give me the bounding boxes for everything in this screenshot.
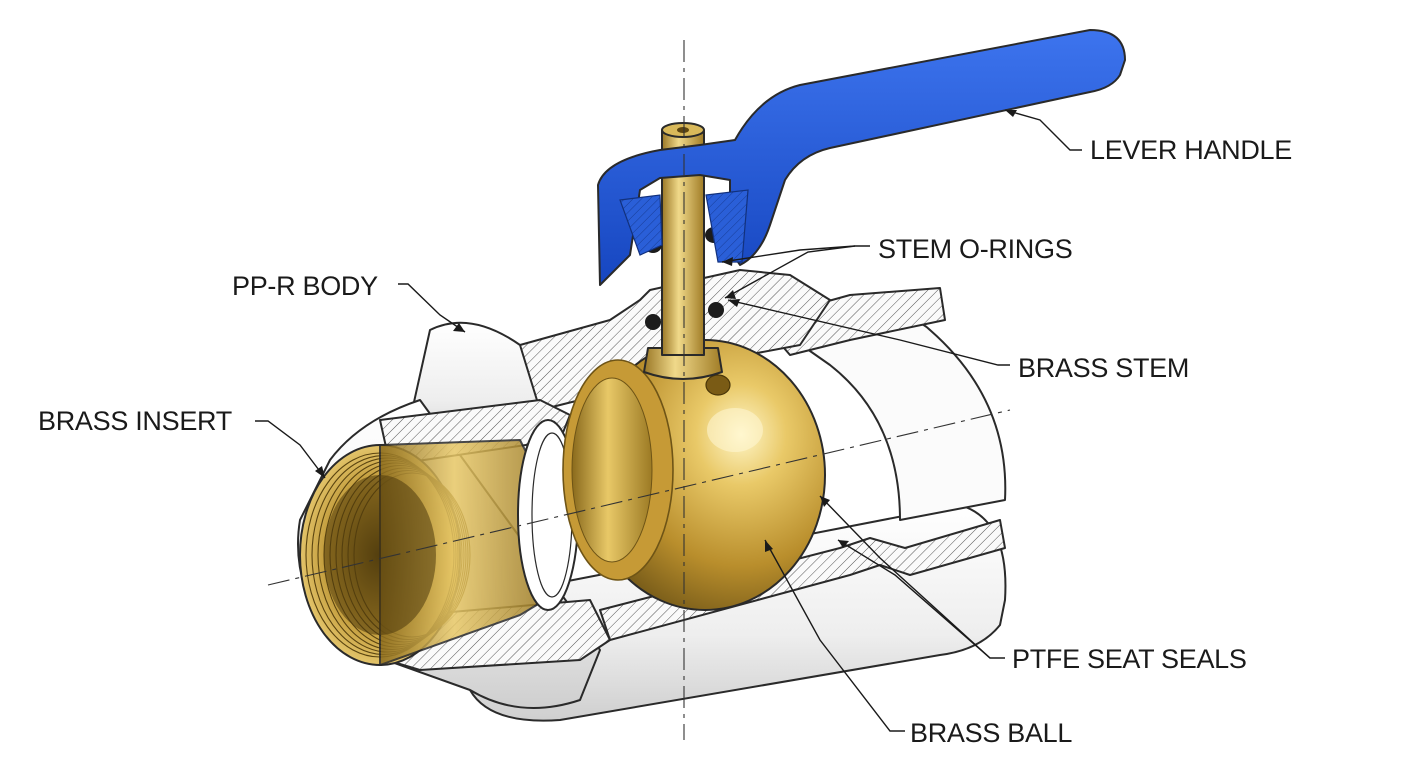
centerlines [267,40,1011,740]
label-pp-r-body: PP-R BODY [232,271,378,301]
lever-handle-graphic [597,29,1126,286]
label-lever-handle: LEVER HANDLE [1090,135,1292,165]
label-brass-insert: BRASS INSERT [38,406,232,436]
label-brass-stem: BRASS STEM [1018,353,1189,383]
label-stem-o-rings: STEM O-RINGS [878,234,1072,264]
label-brass-ball: BRASS BALL [910,718,1072,748]
label-ptfe-seat-seals: PTFE SEAT SEALS [1012,644,1247,674]
brass-ball-graphic [562,339,826,611]
callouts: LEVER HANDLE STEM O-RINGS PP-R BODY BRAS… [38,109,1292,748]
